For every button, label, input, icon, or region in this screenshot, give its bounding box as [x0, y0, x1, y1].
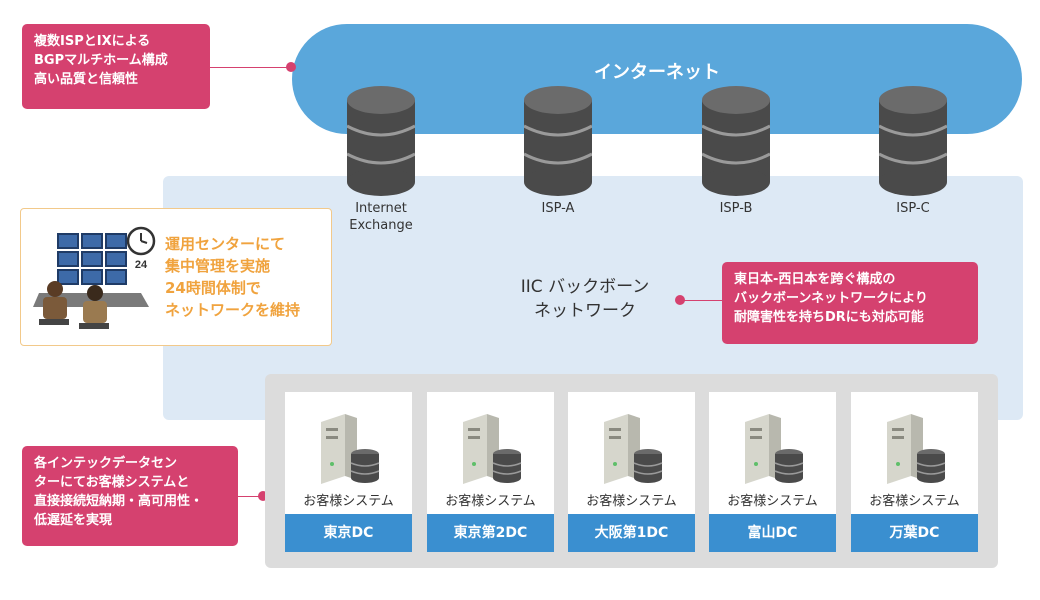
- backbone-title-line: IIC バックボーン: [520, 277, 650, 297]
- callout-dc-direct: 各インテックデータセン ターにてお客様システムと 直接接続短納期・高可用性・ 低…: [22, 446, 238, 546]
- operations-center-box: 24 運用センターにて 集中管理を実施 24時間体制で ネットワークを維持: [20, 208, 332, 346]
- database-icon: [524, 86, 592, 196]
- database-icon: [879, 86, 947, 196]
- operations-center-text: 運用センターにて 集中管理を実施 24時間体制で ネットワークを維持: [165, 233, 300, 321]
- datacenter-name: 大阪第1DC: [568, 514, 695, 552]
- server-icon: [321, 414, 380, 484]
- datacenter-card: お客様システム 万葉DC: [851, 392, 978, 552]
- node-label-isp-b: ISP-B: [719, 201, 753, 216]
- callout-line: 東日本-西日本を跨ぐ構成の: [734, 272, 896, 287]
- callout-line: 各インテックデータセン: [34, 456, 178, 471]
- callout-leader-line: [210, 67, 290, 68]
- callout-dot: [258, 491, 268, 501]
- callout-dot: [286, 62, 296, 72]
- node-label-isp-a: ISP-A: [541, 201, 575, 216]
- datacenter-card: お客様システム 東京DC: [285, 392, 412, 552]
- callout-line: 高い品質と信頼性: [34, 72, 139, 87]
- callout-line: BGPマルチホーム構成: [34, 53, 168, 68]
- callout-leader-line: [684, 300, 722, 301]
- datacenter-name: 東京DC: [285, 514, 412, 552]
- ops-line: ネットワークを維持: [165, 301, 301, 319]
- customer-system-label: お客様システム: [445, 494, 536, 509]
- node-label-internet-exchange: Internet Exchange: [349, 201, 413, 233]
- callout-line: 耐障害性を持ちDRにも対応可能: [734, 310, 924, 325]
- callout-leader-line: [238, 496, 262, 497]
- callout-line: 低遅延を実現: [34, 513, 113, 528]
- server-icon: [463, 414, 522, 484]
- backbone-title: IIC バックボーン ネットワーク: [500, 275, 670, 323]
- callout-line: 複数ISPとIXによる: [34, 34, 151, 49]
- customer-system-label: お客様システム: [727, 494, 818, 509]
- ops-line: 運用センターにて: [165, 235, 286, 253]
- datacenter-name: 東京第2DC: [427, 514, 554, 552]
- clock-badge: 24: [135, 259, 148, 271]
- datacenter-card: お客様システム 東京第2DC: [427, 392, 554, 552]
- server-icon: [604, 414, 663, 484]
- customer-system-label: お客様システム: [869, 494, 960, 509]
- datacenter-container: お客様システム 東京DC お客様システム 東京第2DC: [265, 374, 998, 568]
- database-icon: [347, 86, 415, 196]
- callout-dot: [675, 295, 685, 305]
- node-label-isp-c: ISP-C: [896, 201, 930, 216]
- callout-line: バックボーンネットワークにより: [734, 291, 928, 306]
- operations-center-illustration: 24: [33, 226, 156, 329]
- server-icon: [887, 414, 946, 484]
- ops-line: 24時間体制で: [165, 279, 261, 297]
- callout-backbone-dr: 東日本-西日本を跨ぐ構成の バックボーンネットワークにより 耐障害性を持ちDRに…: [722, 262, 978, 344]
- server-icon: [745, 414, 804, 484]
- datacenter-card: お客様システム 大阪第1DC: [568, 392, 695, 552]
- datacenter-name: 富山DC: [709, 514, 836, 552]
- callout-multihome: 複数ISPとIXによる BGPマルチホーム構成 高い品質と信頼性: [22, 24, 210, 109]
- internet-label: インターネット: [594, 62, 720, 83]
- customer-system-label: お客様システム: [303, 494, 394, 509]
- customer-system-label: お客様システム: [586, 494, 677, 509]
- callout-line: 直接接続短納期・高可用性・: [34, 494, 204, 509]
- database-icon: [702, 86, 770, 196]
- callout-line: ターにてお客様システムと: [34, 475, 190, 490]
- backbone-title-line: ネットワーク: [534, 301, 636, 321]
- datacenter-card: お客様システム 富山DC: [709, 392, 836, 552]
- ops-line: 集中管理を実施: [165, 257, 271, 275]
- datacenter-name: 万葉DC: [851, 514, 978, 552]
